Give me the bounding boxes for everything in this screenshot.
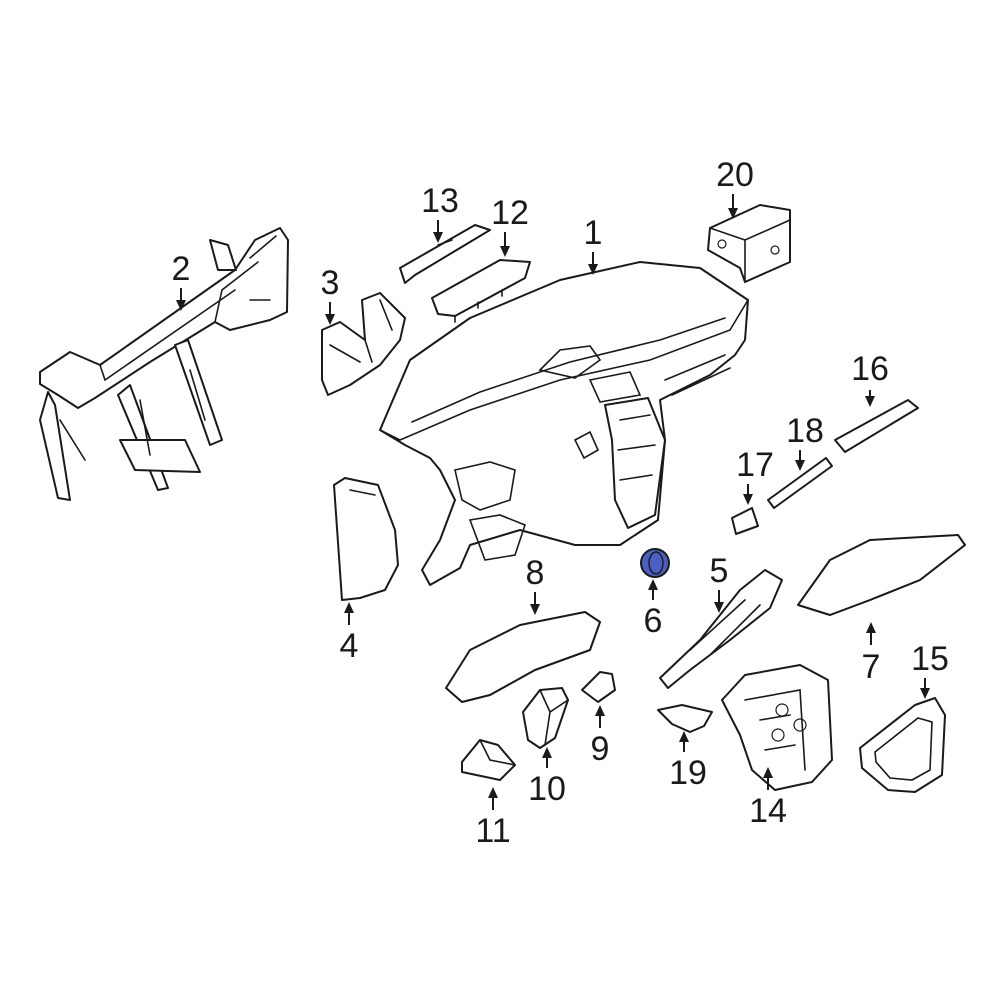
part-16-trim-strip	[834, 399, 919, 453]
part-11-bracket	[461, 739, 516, 781]
callout-17: 17	[736, 446, 774, 484]
part-18-trim-strip	[767, 457, 833, 509]
callout-16: 16	[851, 350, 889, 388]
part-4-side-panel	[333, 477, 399, 601]
callout-7: 7	[862, 648, 881, 686]
part-5-center-brace	[659, 569, 783, 689]
part-13-cover-strip	[399, 224, 491, 284]
callout-19: 19	[669, 754, 707, 792]
part-3-bracket	[321, 292, 406, 396]
callout-10: 10	[528, 770, 566, 808]
callout-4: 4	[340, 627, 359, 665]
callout-18: 18	[786, 412, 824, 450]
part-12-upper-panel	[431, 259, 531, 323]
callout-2: 2	[172, 250, 191, 288]
part-6-clip-highlighted	[640, 548, 670, 578]
part-8-insulator	[445, 611, 601, 703]
callout-5: 5	[710, 552, 729, 590]
part-9-small-bracket	[581, 671, 616, 703]
part-10-duct	[522, 687, 569, 749]
part-20-module	[707, 204, 791, 283]
callout-8: 8	[526, 554, 545, 592]
part-17-trim-piece	[731, 507, 759, 535]
callout-3: 3	[321, 264, 340, 302]
callout-13: 13	[421, 182, 459, 220]
callout-15: 15	[911, 640, 949, 678]
part-1-instrument-panel	[379, 261, 749, 586]
part-14-console-frame	[721, 664, 833, 791]
leader-lines	[176, 194, 930, 810]
callout-1: 1	[584, 214, 603, 252]
part-15-trim-panel	[859, 697, 946, 793]
callout-12: 12	[491, 194, 529, 232]
callout-20: 20	[716, 156, 754, 194]
callout-14: 14	[749, 792, 787, 830]
callout-labels: 1 2 3 4 5 6 7 8 9 10 11 12 13 14 15 16 1…	[172, 156, 949, 850]
part-19-bracket	[657, 704, 713, 733]
callout-6: 6	[644, 602, 663, 640]
part-7-insulator	[797, 534, 966, 616]
part-2-crosscar-beam	[39, 227, 289, 501]
callout-9: 9	[591, 730, 610, 768]
callout-11: 11	[475, 812, 510, 850]
